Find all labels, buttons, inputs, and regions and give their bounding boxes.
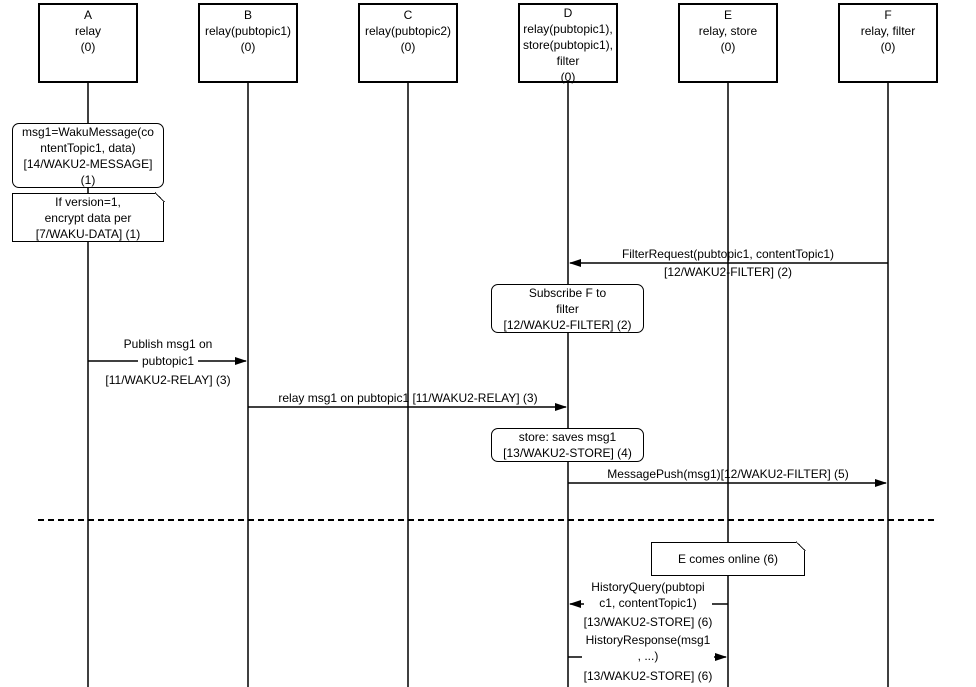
label-history-query: HistoryQuery(pubtopi c1, contentTopic1) [584, 579, 712, 611]
participant-e-line-0: E [723, 8, 732, 22]
note-e-online: E comes online (6) [651, 541, 806, 576]
participant-c-line-0: C [403, 8, 413, 22]
participant-c-line-1: relay(pubtopic2) [364, 24, 452, 38]
note-store: store: saves msg1 [13/WAKU2-STORE] (4) [491, 428, 644, 462]
participant-a: A relay (0) [38, 3, 138, 83]
participant-f-line-0: F [884, 8, 892, 22]
participant-b-line-0: B [243, 8, 252, 22]
label-relay: relay msg1 on pubtopic1 [11/WAKU2-RELAY]… [278, 391, 538, 405]
label-publish-2: pubtopic1 [138, 353, 198, 369]
participant-f-line-2: (0) [880, 40, 896, 54]
label-filter-request-ref: [12/WAKU2-FILTER] (2) [663, 265, 793, 279]
label-history-response: HistoryResponse(msg1 , ...) [582, 632, 714, 664]
participant-a-line-0: A [83, 8, 92, 22]
label-publish-ref: [11/WAKU2-RELAY] (3) [105, 373, 231, 387]
participant-d-line-3: filter [556, 54, 580, 68]
label-push: MessagePush(msg1)[12/WAKU2-FILTER] (5) [607, 467, 849, 481]
participant-e: E relay, store (0) [678, 3, 778, 83]
participant-d-line-0: D [563, 6, 573, 20]
note-msg1: msg1=WakuMessage(co ntentTopic1, data) [… [12, 123, 164, 188]
participant-f: F relay, filter (0) [838, 3, 938, 83]
participant-a-line-1: relay [74, 24, 101, 38]
label-history-response-ref: [13/WAKU2-STORE] (6) [583, 669, 713, 683]
participant-b-line-1: relay(pubtopic1) [204, 24, 292, 38]
participant-b-line-2: (0) [240, 40, 256, 54]
note-subscribe: Subscribe F to filter [12/WAKU2-FILTER] … [491, 284, 644, 333]
participant-a-line-2: (0) [80, 40, 96, 54]
participant-c-line-2: (0) [400, 40, 416, 54]
label-publish-1: Publish msg1 on [123, 337, 213, 351]
participant-f-line-1: relay, filter [860, 24, 916, 38]
note-encrypt: If version=1, encrypt data per [7/WAKU-D… [12, 192, 165, 242]
label-filter-request: FilterRequest(pubtopic1, contentTopic1) [621, 247, 835, 261]
participant-d-line-4: (0) [560, 70, 576, 84]
participant-e-line-1: relay, store [698, 24, 758, 38]
participant-d-line-2: store(pubtopic1), [522, 38, 614, 52]
label-history-query-ref: [13/WAKU2-STORE] (6) [583, 615, 713, 629]
participant-d-line-1: relay(pubtopic1), [523, 22, 613, 36]
participant-c: C relay(pubtopic2) (0) [358, 3, 458, 83]
participant-d: D relay(pubtopic1), store(pubtopic1), fi… [518, 3, 618, 84]
participant-b: B relay(pubtopic1) (0) [198, 3, 298, 83]
participant-e-line-2: (0) [720, 40, 736, 54]
